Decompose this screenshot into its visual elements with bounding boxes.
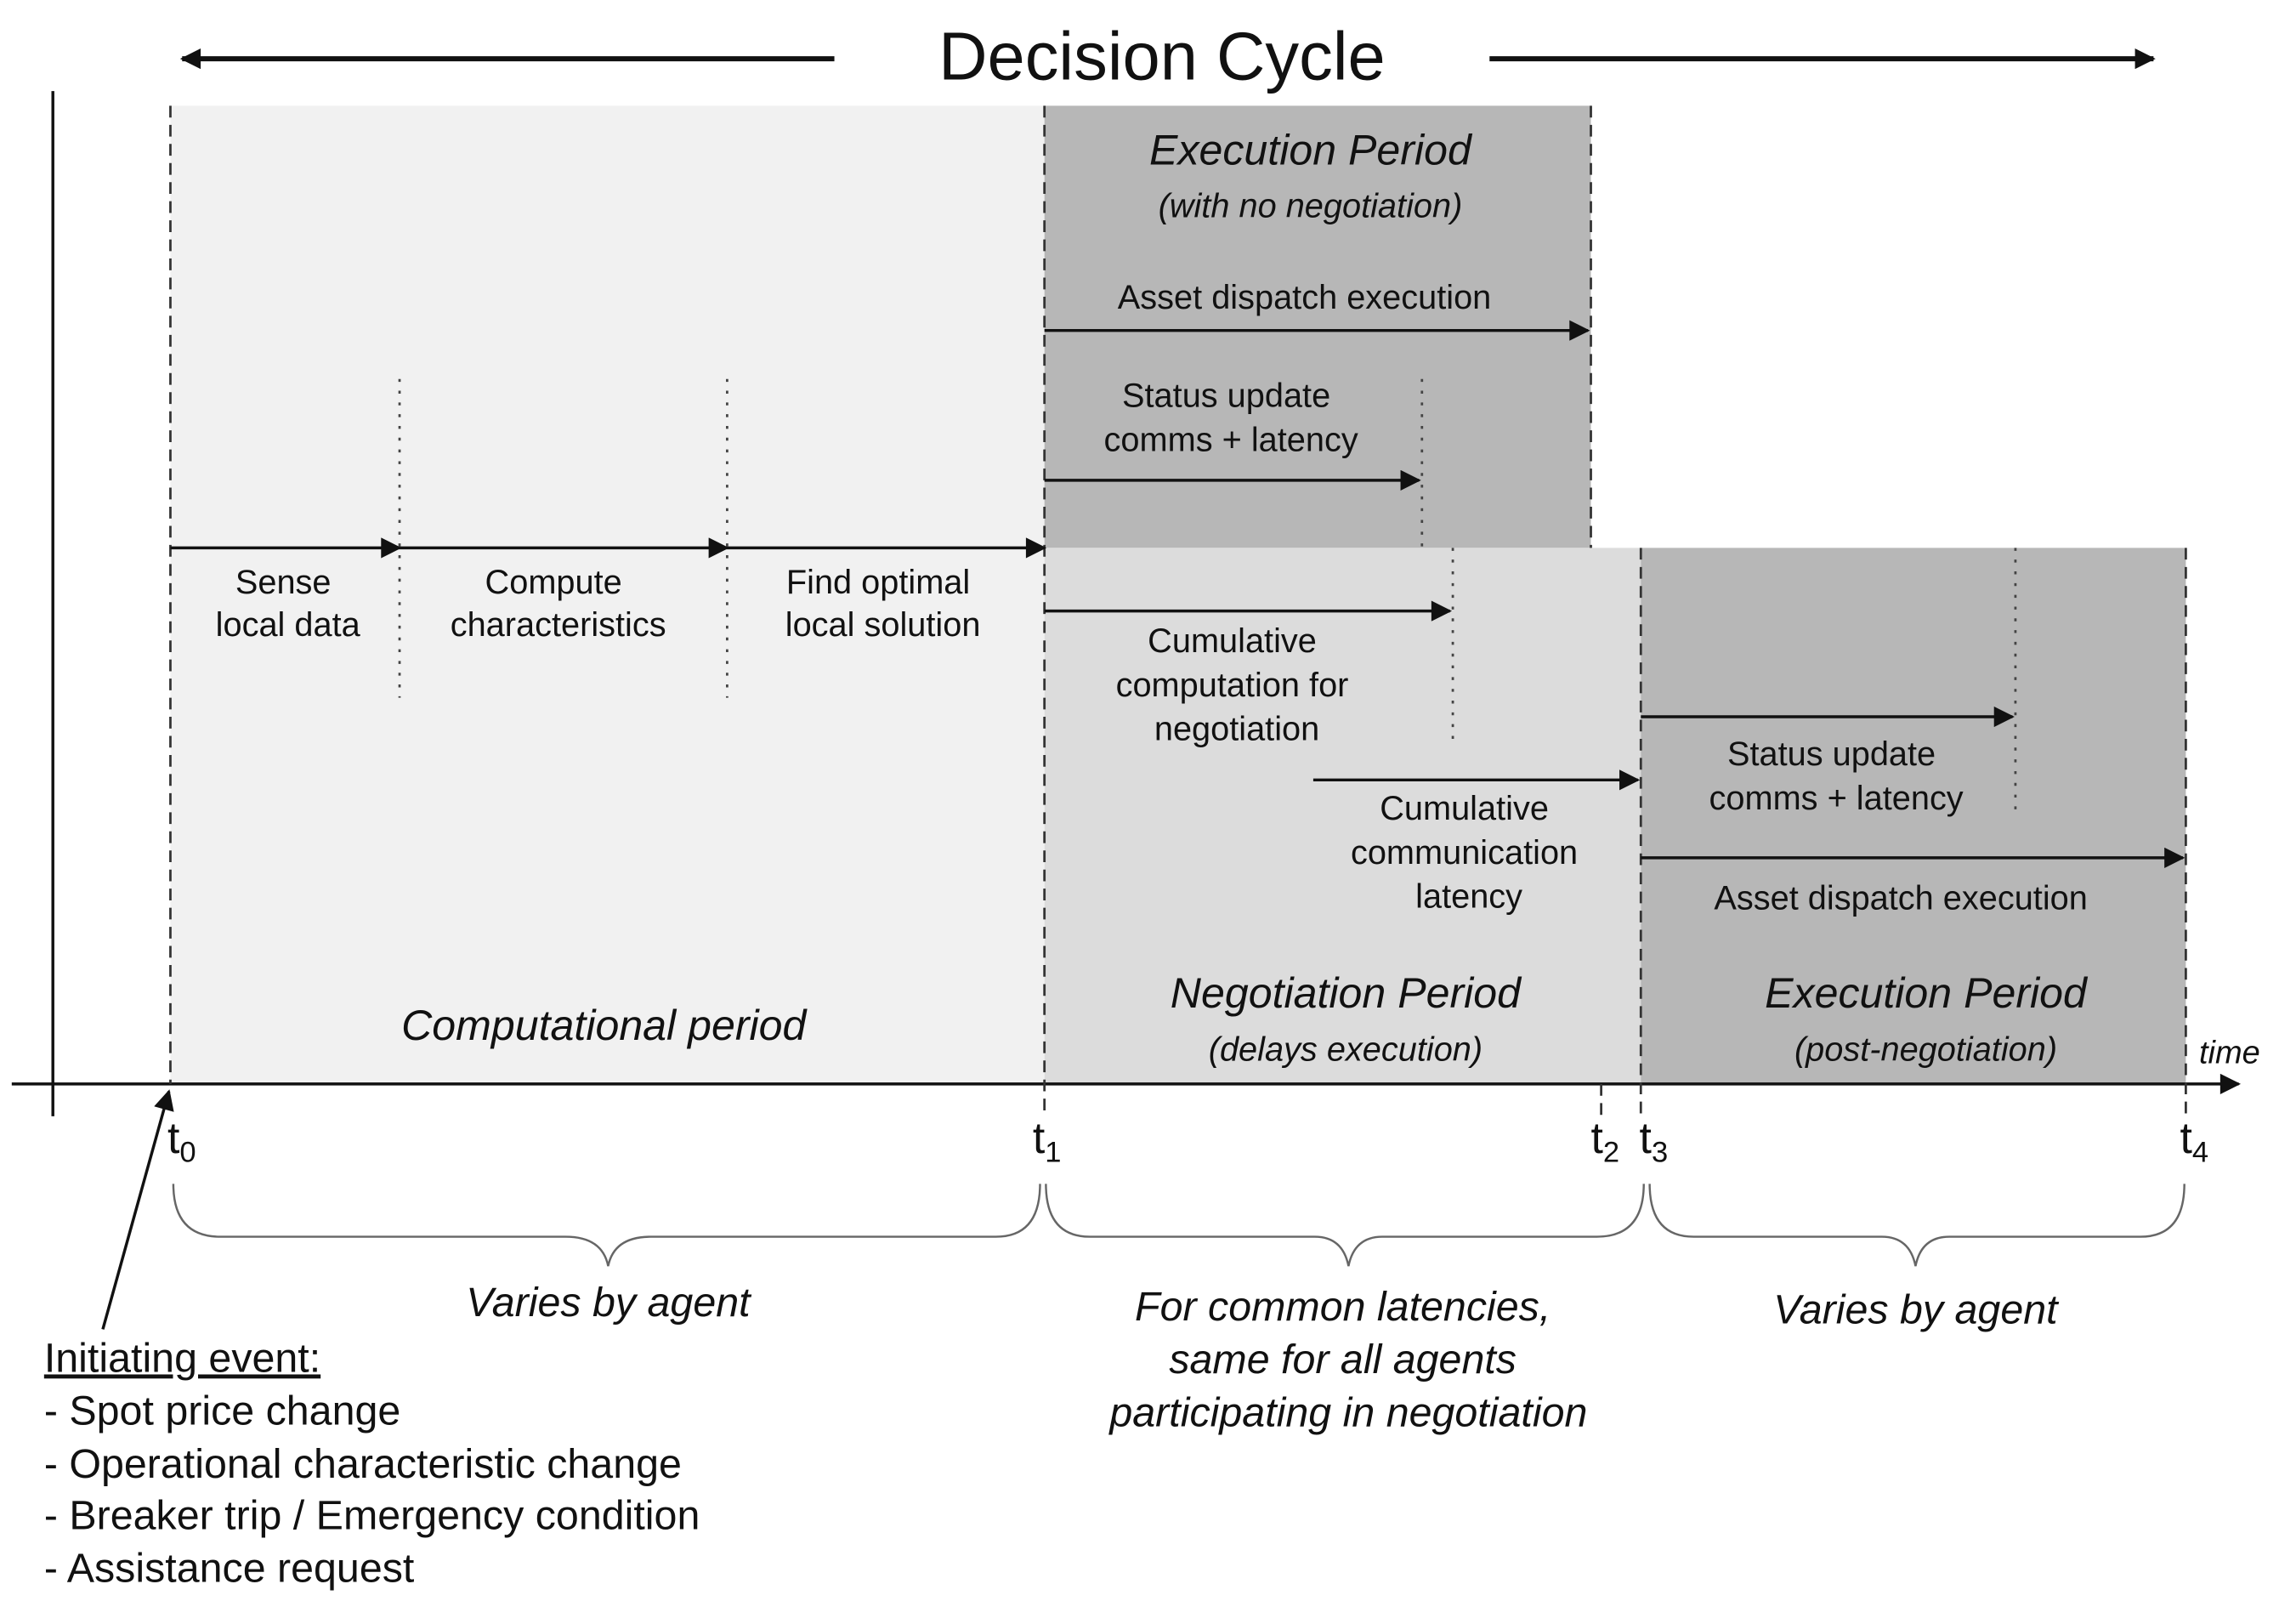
- computational-period-label: Computational period: [401, 1002, 808, 1049]
- find-solution-label: Find optimal local solution: [785, 564, 981, 644]
- execution-post-subtitle: (post-negotiation): [1794, 1030, 2057, 1068]
- brace-middle: [1045, 1184, 1645, 1267]
- execution-top-subtitle: (with no negotiation): [1159, 188, 1463, 225]
- initiating-event-heading: Initiating event:: [44, 1336, 320, 1382]
- execution-period-top-region: [1044, 105, 1591, 548]
- execution-post-title: Execution Period: [1765, 969, 2089, 1017]
- brace-right: [1648, 1184, 2185, 1267]
- initiating-event-item: - Assistance request: [44, 1546, 415, 1592]
- time-axis-label: time: [2199, 1036, 2260, 1071]
- brace-right-label: Varies by agent: [1773, 1287, 2060, 1333]
- initiating-event-item: - Breaker trip / Emergency condition: [44, 1492, 700, 1538]
- compute-label: Compute characteristics: [451, 564, 666, 644]
- initiating-event-pointer: [101, 1089, 174, 1330]
- cumulative-communication-label: Cumulative communication latency: [1351, 790, 1587, 916]
- asset-dispatch-top-label: Asset dispatch execution: [1118, 279, 1491, 316]
- asset-dispatch-right-label: Asset dispatch execution: [1714, 879, 2087, 917]
- initiating-event-item: - Spot price change: [44, 1388, 400, 1434]
- status-update-right-label: Status update comms + latency: [1709, 735, 1964, 817]
- brace-left: [172, 1184, 1041, 1267]
- computational-period-region: [170, 105, 1045, 1084]
- negotiation-period-region: [1044, 548, 1641, 1084]
- cumulative-computation-label: Cumulative computation for negotiation: [1116, 622, 1358, 748]
- sense-label: Sense local data: [216, 564, 361, 644]
- status-update-top-label: Status update comms + latency: [1104, 378, 1358, 459]
- execution-top-title: Execution Period: [1149, 126, 1473, 173]
- time-label-t2: t2: [1591, 1113, 1620, 1168]
- negotiation-period-title: Negotiation Period: [1171, 969, 1522, 1017]
- brace-middle-label: For common latencies, same for all agent…: [1108, 1284, 1587, 1435]
- time-label-t4: t4: [2180, 1113, 2208, 1168]
- initiating-event-item: - Operational characteristic change: [44, 1441, 682, 1487]
- negotiation-period-subtitle: (delays execution): [1209, 1030, 1482, 1068]
- time-label-t0: t0: [167, 1113, 196, 1168]
- brace-left-label: Varies by agent: [466, 1280, 752, 1326]
- time-label-t3: t3: [1640, 1113, 1669, 1168]
- time-label-t1: t1: [1033, 1113, 1062, 1168]
- diagram-title: Decision Cycle: [938, 18, 1386, 94]
- execution-period-post-region: [1641, 548, 2186, 1084]
